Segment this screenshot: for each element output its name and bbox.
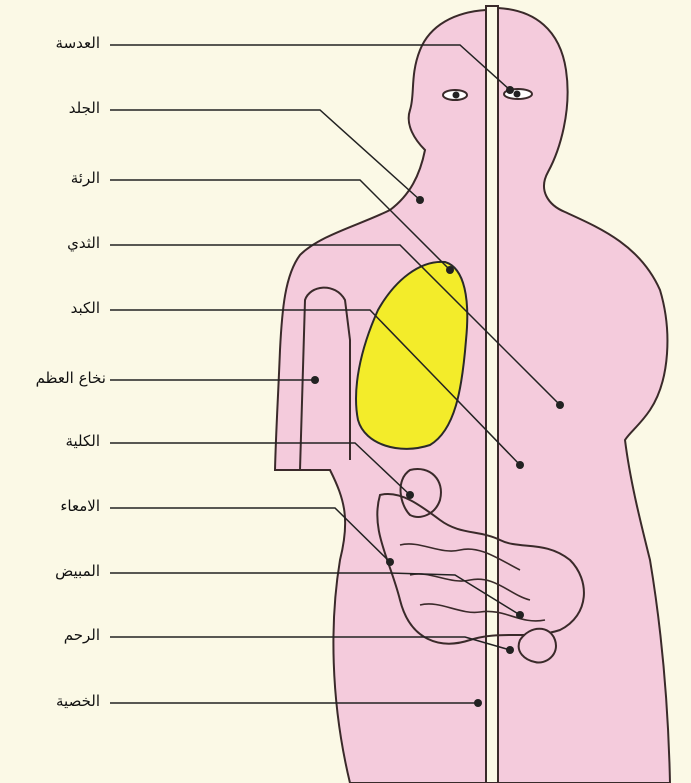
label-uterus: الرحم	[0, 626, 100, 644]
female-body-silhouette	[498, 8, 670, 783]
label-bone-marrow: نخاع العظم	[6, 369, 106, 387]
label-liver: الكبد	[0, 299, 100, 317]
label-breast: الثدي	[0, 234, 100, 252]
label-testis: الخصية	[0, 692, 100, 710]
right-pupil	[514, 91, 521, 98]
label-intestines: الامعاء	[0, 497, 100, 515]
label-lung: الرئة	[0, 169, 100, 187]
label-lens: العدسة	[0, 34, 100, 52]
uterus-organ[interactable]	[519, 629, 556, 663]
label-skin: الجلد	[0, 99, 100, 117]
left-pupil	[453, 92, 460, 99]
label-kidney: الكلية	[0, 432, 100, 450]
label-ovary: المبيض	[0, 562, 100, 580]
skin-leader-line	[110, 110, 420, 200]
center-divider	[486, 6, 498, 783]
